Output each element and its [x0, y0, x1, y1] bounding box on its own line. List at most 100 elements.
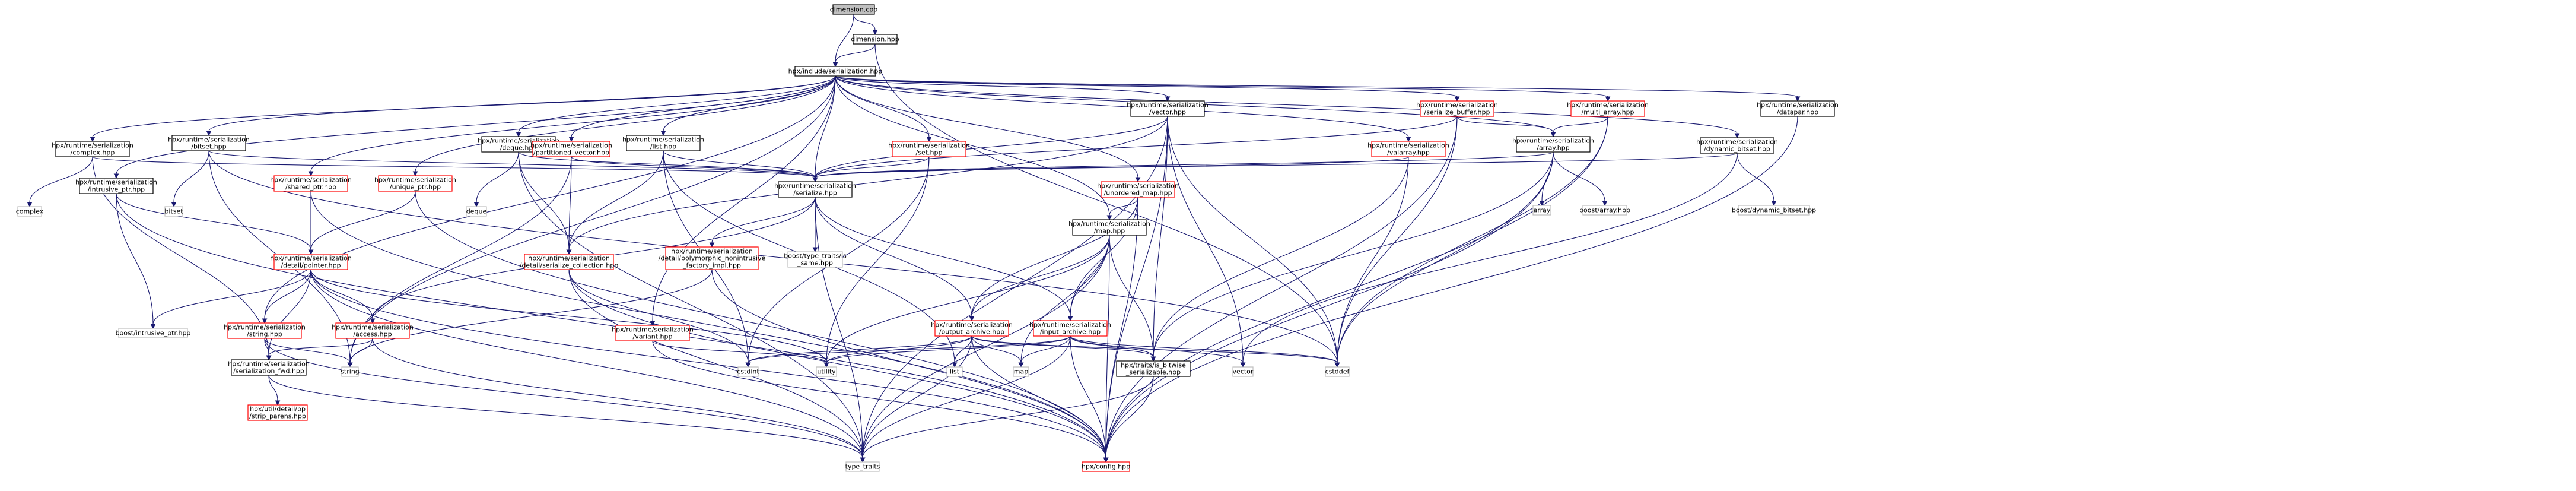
node-vector-hpp[interactable]: hpx/runtime/serialization/vector.hpp	[1127, 100, 1209, 117]
node-strip-parens-hpp[interactable]: hpx/util/detail/pp/strip_parens.hpp	[247, 404, 308, 421]
edge-serialize_hpp-to-polymorphic_nonintrusive_factory_impl_hpp	[709, 197, 816, 248]
node-is-bitwise-serializable-hpp[interactable]: hpx/traits/is_bitwise_serializable.hpp	[1116, 360, 1191, 377]
node-label-line: /output_archive.hpp	[939, 328, 1004, 336]
node-label-line: hpx/runtime/serialization	[75, 179, 157, 186]
node-unique-ptr-hpp[interactable]: hpx/runtime/serialization/unique_ptr.hpp	[374, 175, 456, 192]
node-box	[231, 359, 307, 376]
node-serialization-hpp[interactable]: hpx/include/serialization.hpp	[788, 66, 883, 77]
edge-vector_hpp-to-config_hpp	[1103, 116, 1168, 463]
node-set-hpp[interactable]: hpx/runtime/serialization/set.hpp	[888, 141, 970, 157]
node-boost-intrusive-ptr: boost/intrusive_ptr.hpp	[116, 328, 190, 338]
edge-input_archive_hpp-to-vector	[1070, 335, 1246, 368]
node-label-line: hpx/runtime/serialization	[1696, 138, 1778, 146]
node-box	[466, 206, 487, 217]
node-label-line: hpx/runtime/serialization	[168, 136, 250, 144]
node-pointer-hpp[interactable]: hpx/runtime/serialization/detail/pointer…	[270, 254, 352, 270]
node-serialize-hpp[interactable]: hpx/runtime/serialization/serialize.hpp	[774, 181, 856, 198]
node-label-line: hpx/runtime/serialization	[1097, 182, 1179, 190]
node-label-line: _factory_impl.hpp	[682, 262, 741, 270]
edge-is_bitwise_serializable_hpp-to-config_hpp	[1103, 376, 1154, 463]
node-unordered-map-hpp[interactable]: hpx/runtime/serialization/unordered_map.…	[1097, 181, 1179, 198]
node-box	[1371, 141, 1446, 157]
node-box	[1325, 366, 1350, 377]
node-label-line: dimension.cpp	[830, 6, 878, 14]
node-output-archive-hpp[interactable]: hpx/runtime/serialization/output_archive…	[931, 320, 1013, 337]
node-access-hpp[interactable]: hpx/runtime/serialization/access.hpp	[332, 322, 414, 339]
node-label-line: /valarray.hpp	[1387, 149, 1430, 157]
node-box	[227, 322, 302, 339]
node-box	[273, 175, 348, 192]
node-label-line: boost/array.hpp	[1579, 207, 1630, 214]
edge-serialization_hpp-to-complex_hpp	[90, 75, 836, 142]
edge-output_archive_hpp-to-config_hpp	[971, 335, 1109, 463]
node-serialize-collection-hpp[interactable]: hpx/runtime/serialization/detail/seriali…	[520, 254, 619, 270]
node-datapar-hpp[interactable]: hpx/runtime/serialization/datapar.hpp	[1757, 100, 1839, 117]
node-dimension-hpp[interactable]: dimension.hpp	[851, 34, 899, 45]
node-box	[1582, 205, 1627, 216]
node-box	[247, 404, 308, 421]
edge-array_hpp-to-is_bitwise_serializable_hpp	[1150, 151, 1554, 362]
node-serialization-fwd-hpp[interactable]: hpx/runtime/serialization/serialization_…	[228, 359, 310, 376]
edge-vector_hpp-to-vector	[1167, 116, 1246, 368]
node-label-line: hpx/runtime/serialization	[774, 182, 856, 190]
node-string-hpp[interactable]: hpx/runtime/serialization/string.hpp	[224, 322, 306, 339]
node-array-hpp[interactable]: hpx/runtime/serialization/array.hpp	[1512, 136, 1594, 153]
node-label-line: hpx/runtime/serialization	[270, 176, 352, 184]
node-box	[1101, 181, 1175, 198]
node-label-line: /map.hpp	[1094, 227, 1125, 235]
node-box	[1516, 136, 1591, 153]
node-shared-ptr-hpp[interactable]: hpx/runtime/serialization/shared_ptr.hpp	[270, 175, 352, 192]
node-config-hpp[interactable]: hpx/config.hpp	[1082, 461, 1130, 472]
edge-serialize_hpp-to-input_archive_hpp	[815, 197, 1073, 322]
node-serialize-buffer-hpp[interactable]: hpx/runtime/serialization/serialize_buff…	[1416, 100, 1498, 117]
edge-dynamic_bitset_hpp-to-vector	[1240, 153, 1738, 368]
node-valarray-hpp[interactable]: hpx/runtime/serialization/valarray.hpp	[1367, 141, 1449, 157]
node-boost-dynamic-bitset: boost/dynamic_bitset.hpp	[1732, 205, 1816, 216]
node-label-line: boost/type_traits/is	[784, 252, 847, 260]
edge-serialization_hpp-to-vector_hpp	[835, 75, 1171, 102]
node-label-line: /list.hpp	[650, 143, 676, 151]
edge-serialization_hpp-to-string_hpp	[262, 75, 836, 324]
node-box	[1130, 100, 1205, 117]
node-box	[164, 206, 183, 217]
edge-map_hpp-to-output_archive_hpp	[969, 235, 1110, 322]
node-box	[1013, 366, 1029, 377]
node-dimension-cpp[interactable]: dimension.cpp	[830, 4, 878, 15]
node-complex-hpp[interactable]: hpx/runtime/serialization/complex.hpp	[52, 141, 133, 157]
node-box	[626, 135, 701, 151]
node-label-line: /unordered_map.hpp	[1104, 189, 1172, 197]
node-label-line: dimension.hpp	[851, 36, 899, 43]
edge-access_hpp-to-serialization_fwd_hpp	[266, 338, 373, 361]
node-dynamic-bitset-hpp[interactable]: hpx/runtime/serialization/dynamic_bitset…	[1696, 137, 1778, 154]
node-map: map	[1013, 366, 1029, 377]
node-label-line: hpx/runtime/serialization	[228, 360, 310, 368]
node-complex: complex	[16, 206, 44, 217]
edge-vector_hpp-to-cstddef	[1167, 116, 1340, 368]
node-box	[615, 325, 690, 341]
node-variant-hpp[interactable]: hpx/runtime/serialization/variant.hpp	[612, 325, 694, 341]
node-label-line: hpx/runtime/serialization	[1068, 220, 1150, 228]
edge-dynamic_bitset_hpp-to-boost_dynamic_bitset	[1737, 153, 1777, 207]
node-polymorphic-nonintrusive-factory-impl-hpp[interactable]: hpx/runtime/serialization/detail/polymor…	[659, 246, 766, 270]
edge-valarray_hpp-to-is_bitwise_serializable_hpp	[1150, 156, 1409, 362]
node-box	[1072, 219, 1147, 236]
node-bitset-hpp[interactable]: hpx/runtime/serialization/bitset.hpp	[168, 135, 250, 151]
edge-serialization_hpp-to-valarray_hpp	[835, 75, 1411, 142]
node-box	[273, 254, 348, 270]
node-label-line: _serializable.hpp	[1125, 369, 1181, 376]
node-map-hpp[interactable]: hpx/runtime/serialization/map.hpp	[1068, 219, 1150, 236]
node-intrusive-ptr-hpp[interactable]: hpx/runtime/serialization/intrusive_ptr.…	[75, 178, 157, 194]
node-label-line: /input_archive.hpp	[1040, 328, 1101, 336]
node-label-line: hpx/runtime/serialization	[528, 255, 610, 262]
node-input-archive-hpp[interactable]: hpx/runtime/serialization/input_archive.…	[1029, 320, 1111, 337]
node-multi-array-hpp[interactable]: hpx/runtime/serialization/multi_array.hp…	[1567, 100, 1649, 117]
node-partitioned-vector-hpp[interactable]: hpx/runtime/serialization/partitioned_ve…	[530, 141, 612, 157]
edge-output_archive_hpp-to-list	[952, 335, 972, 368]
node-boost-array: boost/array.hpp	[1579, 205, 1630, 216]
node-label-line: hpx/traits/is_bitwise	[1121, 362, 1186, 369]
edge-polymorphic_nonintrusive_factory_impl_hpp-to-config_hpp	[711, 269, 1109, 463]
node-list-hpp[interactable]: hpx/runtime/serialization/list.hpp	[622, 135, 704, 151]
edge-serialization_hpp-to-unordered_map_hpp	[835, 75, 1141, 183]
node-label-line: hpx/runtime/serialization	[1367, 142, 1449, 150]
node-label-line: hpx/runtime/serialization	[52, 142, 133, 150]
